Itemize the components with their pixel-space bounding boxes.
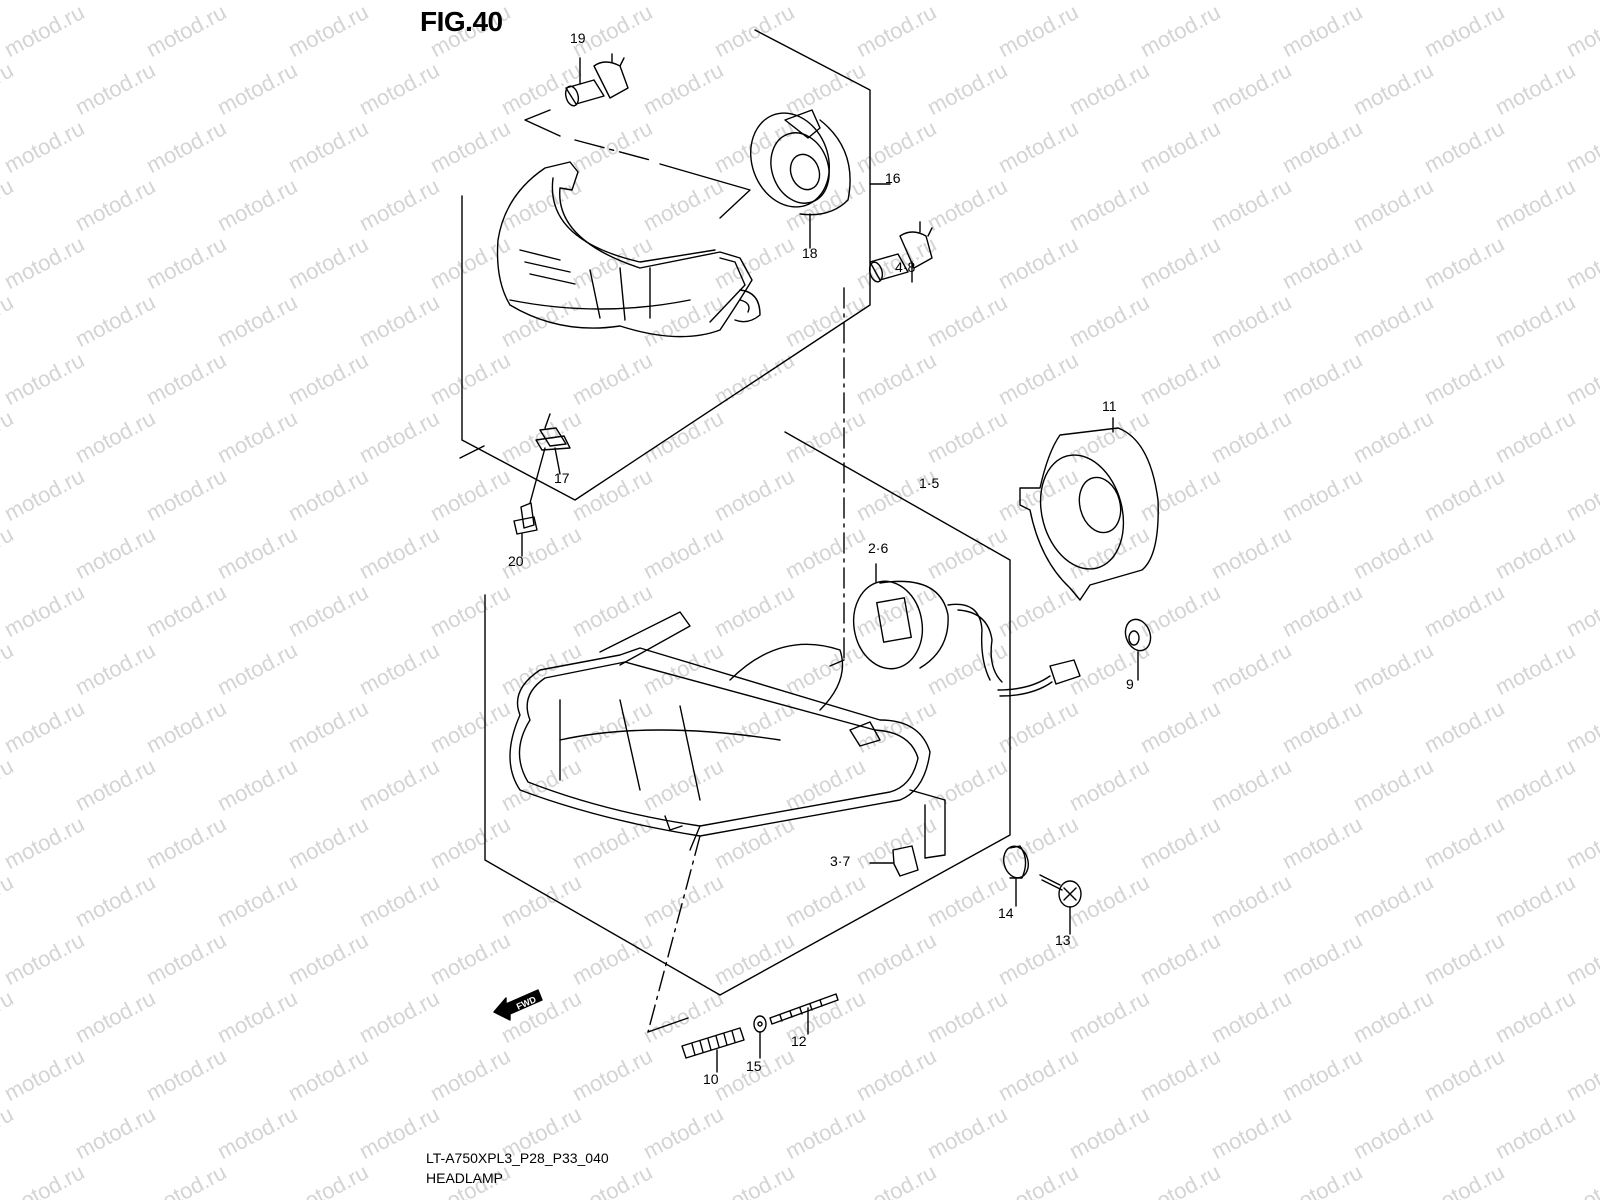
clip-nut-upper-17: [535, 413, 571, 475]
washer-15: [753, 1015, 767, 1059]
spring-10: [681, 1027, 745, 1073]
screw-upper-20: [513, 447, 546, 557]
callout-3-7: 3·7: [830, 853, 851, 869]
callout-9: 9: [1126, 676, 1134, 692]
headlamp-housing-1-5: [509, 611, 946, 859]
bulb-upper-19: [564, 53, 629, 107]
callout-4-8: 4·8: [895, 259, 916, 275]
clip-nut-3-7: [869, 845, 919, 877]
screw-13: [1039, 874, 1082, 935]
figure-title: FIG.40: [420, 6, 503, 37]
callout-16: 16: [885, 170, 901, 186]
upper-assembly-frame: [461, 29, 871, 501]
socket-cover-11: [1019, 417, 1159, 601]
socket-cover-upper-18: [749, 109, 851, 249]
fwd-direction-arrow: [493, 989, 543, 1021]
callout-17: 17: [554, 470, 570, 486]
figure-name: HEADLAMP: [426, 1170, 504, 1186]
bulb-4-8: [868, 221, 933, 283]
cushion-14: [1002, 845, 1030, 907]
upper-headlamp-16: [496, 161, 761, 338]
figure-code: LT-A750XPL3_P28_P33_040: [426, 1150, 609, 1166]
spring-axis-line: [647, 835, 701, 1033]
callout-20: 20: [508, 553, 524, 569]
figure-footer: LT-A750XPL3_P28_P33_040 HEADLAMP: [426, 1148, 609, 1188]
callout-19: 19: [570, 30, 586, 46]
callout-2-6: 2·6: [868, 540, 889, 556]
callout-11: 11: [1102, 398, 1117, 414]
callout-13: 13: [1055, 932, 1071, 948]
connector-wire: [997, 659, 1081, 697]
adjusting-screw-12: [769, 993, 839, 1035]
callout-10: 10: [703, 1071, 719, 1087]
upper-bulb-leader: [524, 109, 751, 219]
callout-12: 12: [791, 1033, 807, 1049]
callout-18: 18: [802, 245, 818, 261]
callout-1-5: 1·5: [919, 475, 940, 491]
callout-15: 15: [746, 1058, 762, 1074]
grommet-9: [1124, 618, 1152, 681]
callout-14: 14: [998, 905, 1014, 921]
socket-2-6: [852, 563, 1003, 683]
lower-assembly-frame: [459, 431, 1011, 996]
